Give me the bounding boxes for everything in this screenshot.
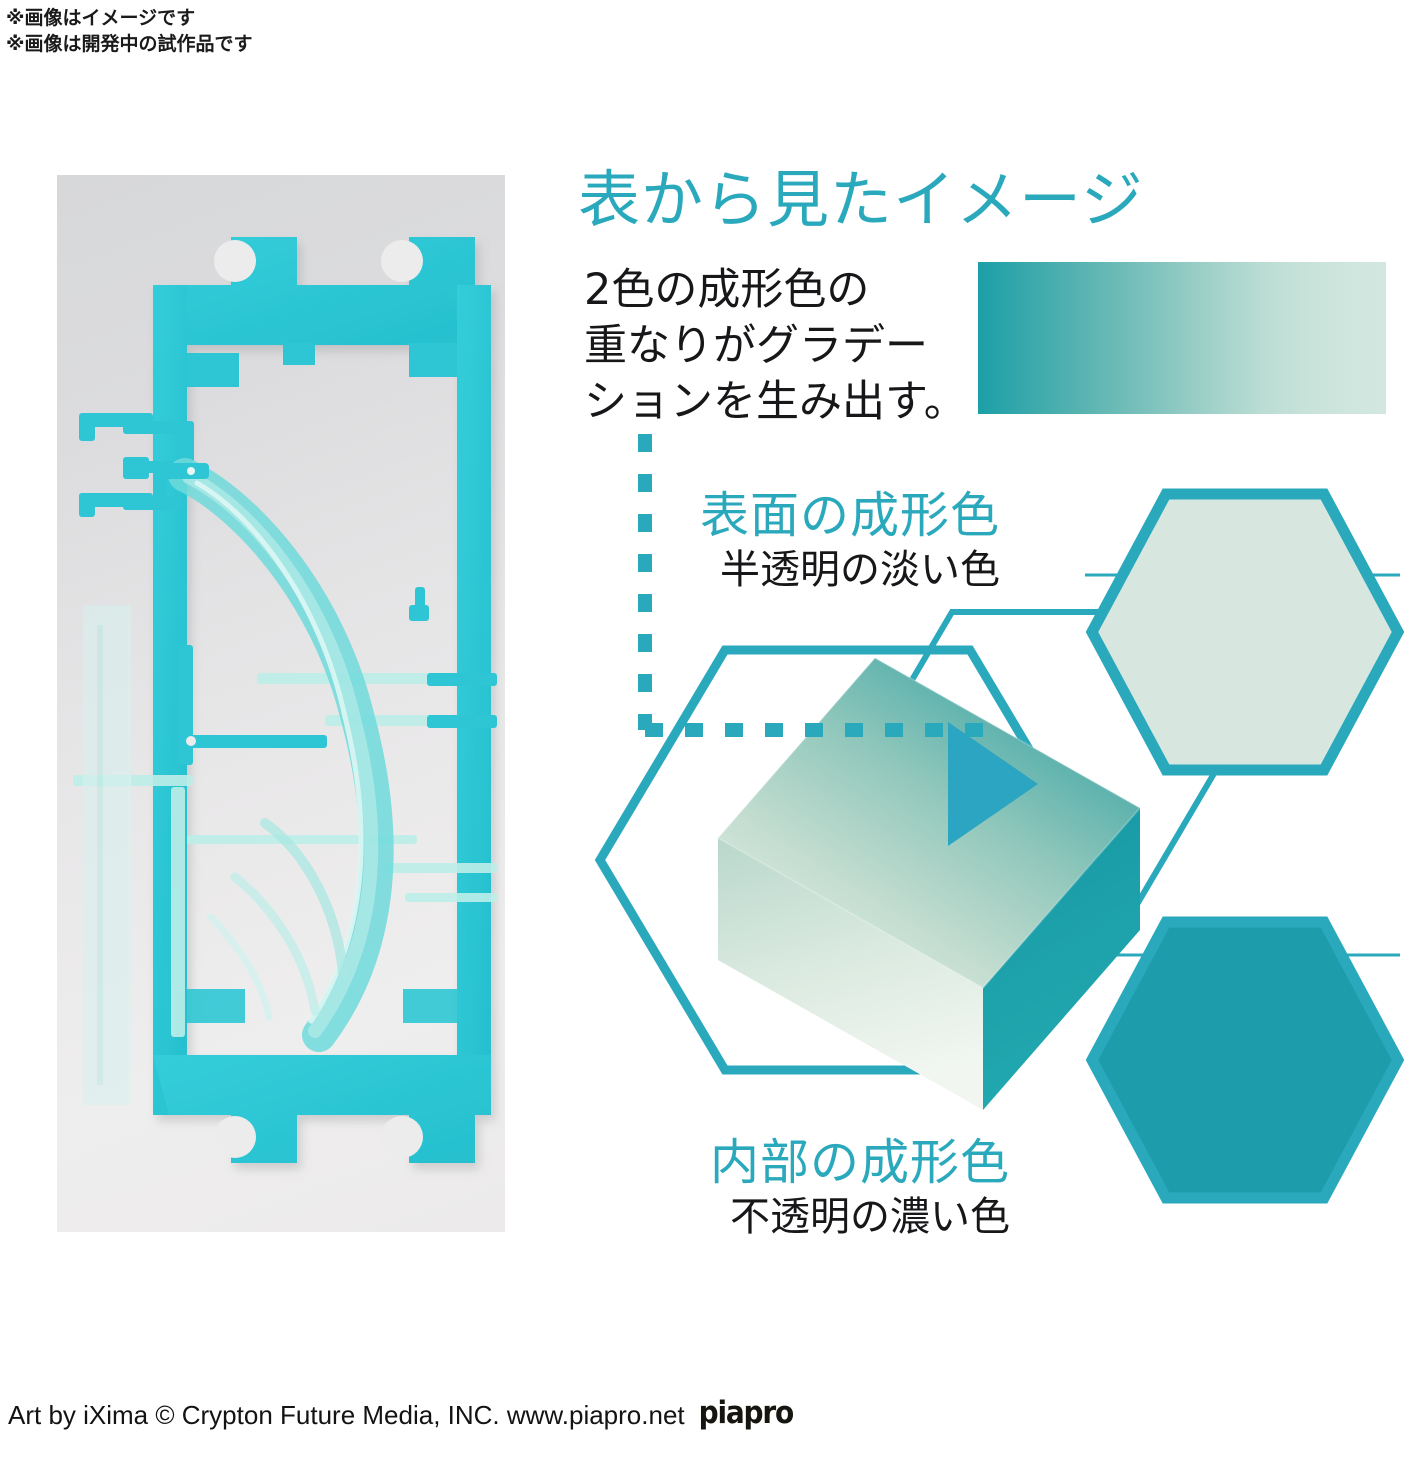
surface-subtext: 半透明の淡い色 <box>720 547 1001 593</box>
product-photo <box>57 175 505 1232</box>
direction-arrow-icon <box>948 722 1038 846</box>
surface-heading: 表面の成形色 <box>700 487 1001 544</box>
material-block-3d <box>716 656 1142 1110</box>
inner-heading: 内部の成形色 <box>710 1134 1011 1191</box>
lede-line-2: 重なりがグラデー <box>584 321 928 371</box>
copyright-credit: Art by iXima © Crypton Future Media, INC… <box>8 1400 685 1430</box>
disclaimer-line-2: ※画像は開発中の試作品です <box>6 34 253 55</box>
piapro-logo: piapro <box>698 1394 795 1431</box>
lede-paragraph: 2色の成形色の 重なりがグラデー ションを生み出す。 <box>584 262 967 430</box>
inner-color-label: 内部の成形色 不透明の濃い色 <box>710 1134 1010 1242</box>
hexagon-swatch-inner <box>1086 916 1404 1204</box>
gradient-swatch <box>978 262 1386 414</box>
surface-color-label: 表面の成形色 半透明の淡い色 <box>700 487 1000 595</box>
disclaimer-notes: ※画像はイメージです ※画像は開発中の試作品です <box>6 6 646 58</box>
lede-line-1: 2色の成形色の <box>584 265 870 315</box>
dashed-guide-line <box>638 434 992 737</box>
material-layer-diagram <box>594 434 1400 1110</box>
disclaimer-line-1: ※画像はイメージです <box>6 8 196 29</box>
sprue-illustration <box>73 237 497 1163</box>
footer-credit-bar: Art by iXima © Crypton Future Media, INC… <box>8 1394 794 1432</box>
hexagon-swatch-surface <box>1086 488 1404 776</box>
page-title: 表から見たイメージ <box>578 163 1144 236</box>
inner-subtext: 不透明の濃い色 <box>730 1194 1011 1240</box>
lede-line-3: ションを生み出す。 <box>584 377 967 427</box>
